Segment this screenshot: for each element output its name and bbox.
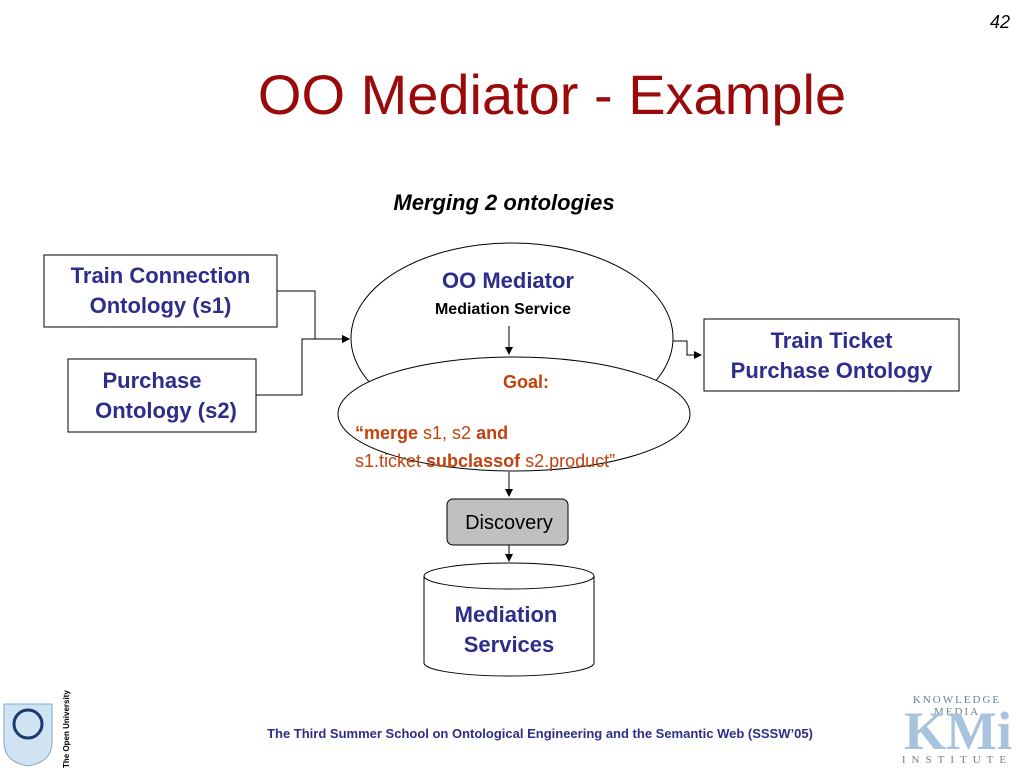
goal-merge-keyword: merge [364,423,419,443]
slide-title: OO Mediator - Example [257,63,847,126]
source2-box [67,358,257,433]
connector-target [673,340,702,359]
kmi-logo: KNOWLEDGE MEDIA KMi INSTITUTE [884,690,1024,768]
goal-s1s2: s1, s2 [418,423,477,443]
discovery-label: Discovery [465,512,553,534]
goal-open-quote: “ [355,423,365,443]
goal-s1ticket: s1.ticket [355,451,427,471]
source2-line1: Purchase [102,368,202,393]
source2-label: Purchase Ontology (s2) [68,366,250,426]
open-university-logo: The Open University [2,690,82,768]
goal-label: Goal: [503,372,550,392]
repository-cylinder [423,576,595,677]
diagram-subtitle: Merging 2 ontologies [393,190,615,215]
connector-s1 [277,290,350,343]
source1-line2: Ontology (s1) [89,293,232,318]
target-label: Train Ticket Purchase Ontology [704,326,959,386]
connector-s2 [256,335,350,396]
goal-subclassof-keyword: subclassof [426,451,521,471]
goal-expression-line1: “merge s1, s2 and [345,394,508,446]
target-line2: Purchase Ontology [730,358,933,383]
source1-label: Train Connection Ontology (s1) [44,261,277,321]
footer-text: The Third Summer School on Ontological E… [267,726,813,741]
mediator-title: OO Mediator [441,268,574,293]
target-box [703,318,960,392]
mediation-service-label: Mediation Service [434,301,572,318]
goal-s2product: s2.product” [520,451,616,471]
repository-line2: Services [463,632,555,657]
repository-line1: Mediation [454,602,558,627]
open-university-text: The Open University [62,690,71,768]
goal-and-keyword: and [476,423,509,443]
repository-label: Mediation Services [424,600,594,660]
target-line1: Train Ticket [770,328,893,353]
kmi-bottom-text: INSTITUTE [901,754,1013,766]
kmi-wordmark: KMi [904,701,1012,761]
repository-top [423,562,595,590]
kmi-top-text: KNOWLEDGE MEDIA [912,694,1002,718]
goal-expression-line2: s1.ticket subclassof s2.product” [345,422,615,474]
open-university-shield-icon [3,703,53,767]
slide-number: 42 [989,12,1010,32]
goal-ellipse [337,356,691,472]
source1-line1: Train Connection [70,263,251,288]
source2-line2: Ontology (s2) [95,398,237,423]
discovery-box [446,498,569,546]
